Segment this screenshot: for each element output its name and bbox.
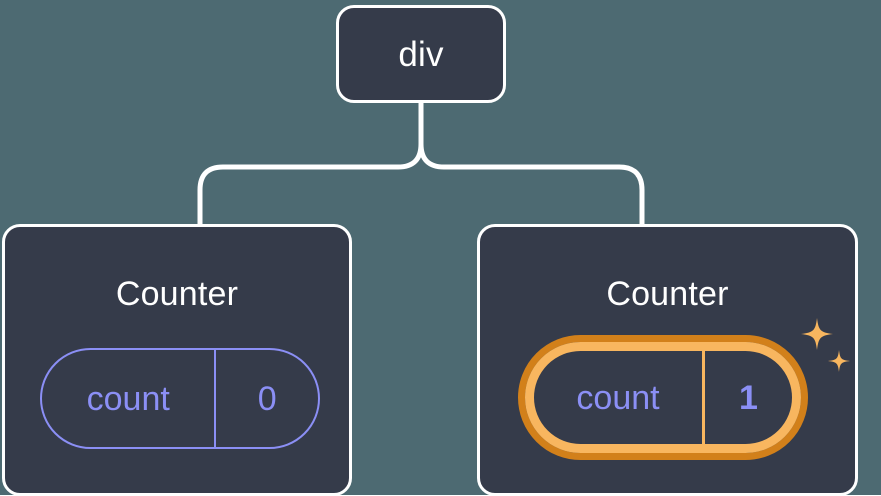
state-pill-highlight-ring: count 1	[518, 335, 808, 460]
node-div[interactable]: div	[336, 5, 506, 103]
state-value-right: 1	[702, 351, 792, 444]
node-counter-right-title: Counter	[606, 275, 729, 313]
state-pill-right-highlighted[interactable]: count 1	[518, 335, 808, 460]
connector-branch-left	[197, 141, 424, 227]
node-div-label: div	[398, 34, 444, 74]
connector-branch-right	[418, 141, 645, 227]
node-counter-left-title: Counter	[115, 275, 239, 313]
state-value-left: 0	[214, 350, 318, 447]
state-pill-left[interactable]: count 0	[40, 348, 320, 449]
state-key-right: count	[576, 378, 660, 417]
state-key-left: count	[86, 379, 170, 418]
